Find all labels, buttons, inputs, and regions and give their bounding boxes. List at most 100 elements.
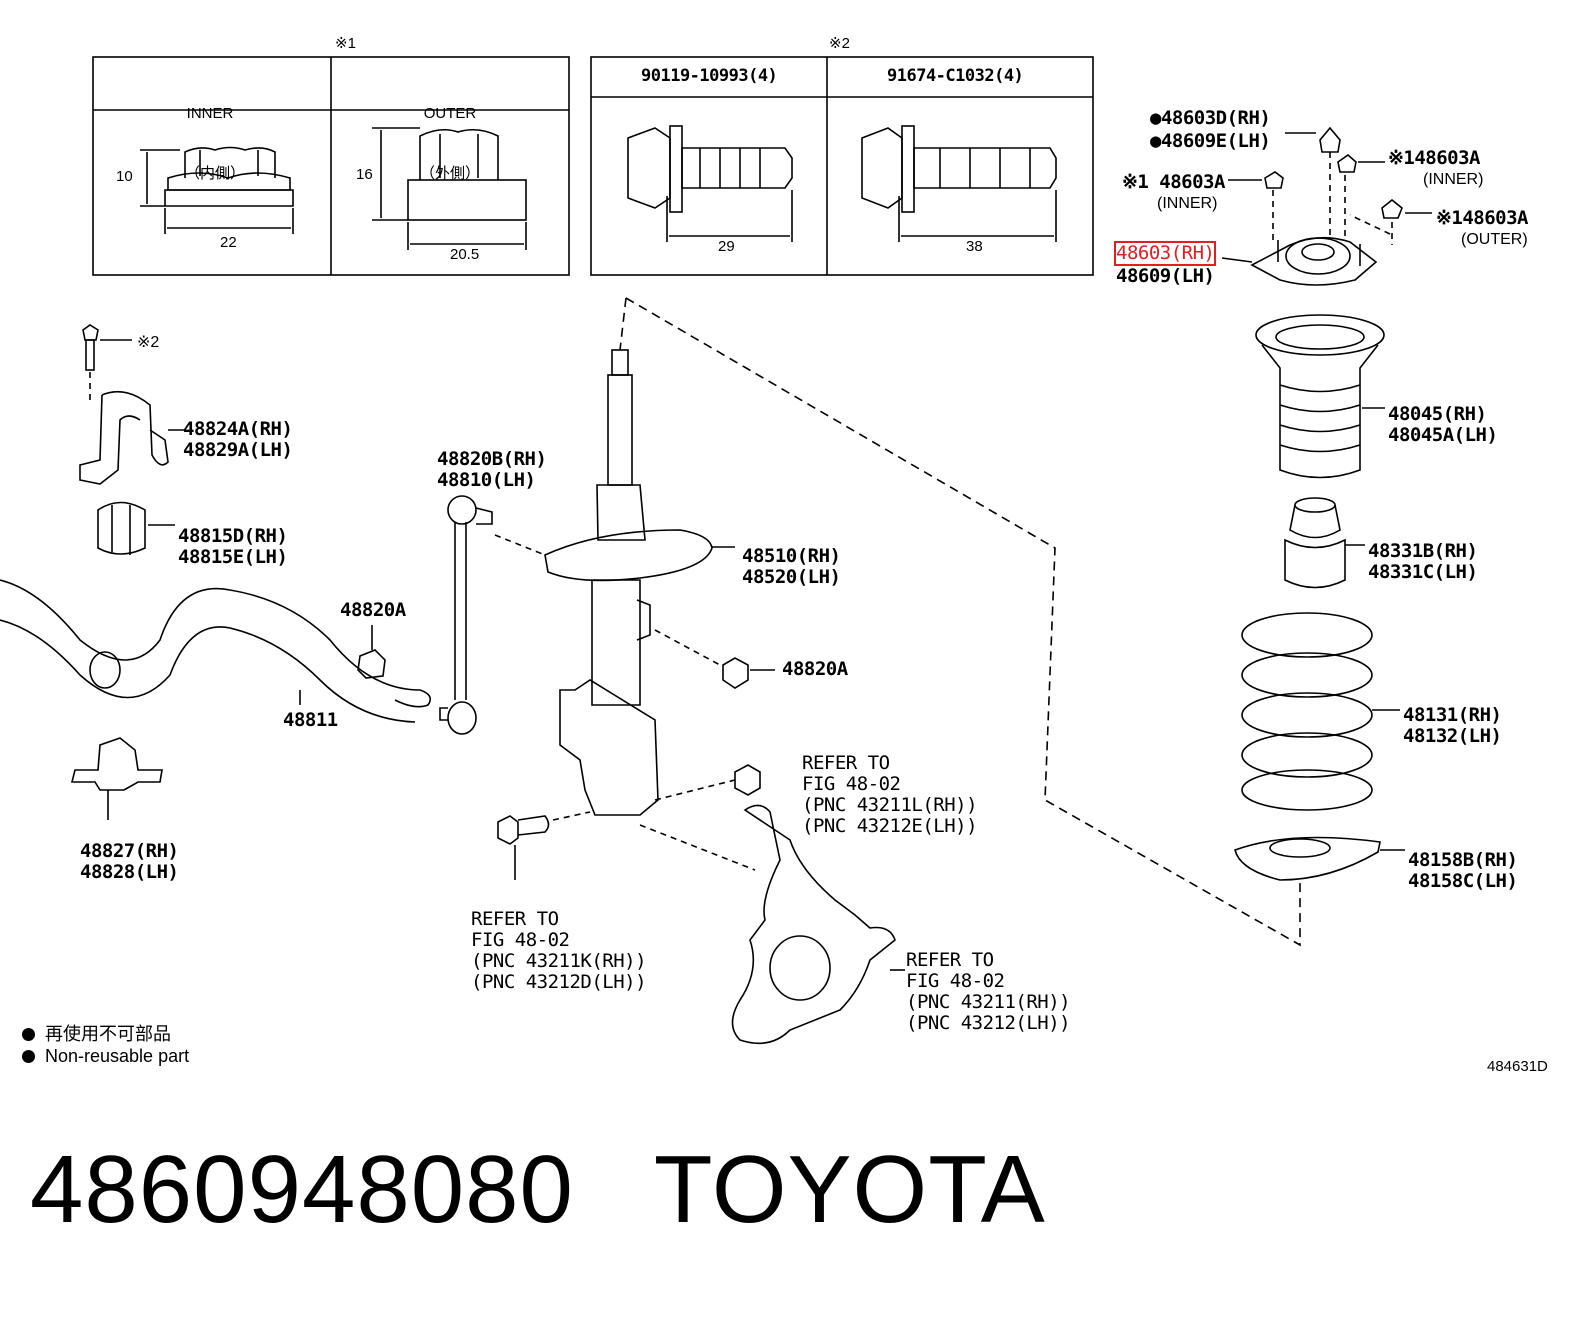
callout-bracket: 48824A(RH)48829A(LH): [183, 398, 293, 482]
inner-header-jp: （内側）: [185, 165, 246, 182]
inner-height-dim: 10: [116, 168, 133, 185]
outer-header-en: OUTER: [423, 105, 477, 122]
inner-right-sub: (INNER): [1423, 171, 1484, 188]
legend-en-text: Non-reusable part: [45, 1046, 190, 1066]
coil-spring: [1241, 612, 1400, 811]
inner-header: INNER （内側）: [185, 64, 246, 204]
spring-rh: 48131(RH): [1403, 704, 1502, 726]
bracket-lh: 48829A(LH): [183, 439, 293, 461]
bolt1-header: 90119-10993(4): [641, 66, 778, 86]
bump-stop-lh: 48331C(LH): [1368, 561, 1478, 583]
outer-header-jp: （外側）: [420, 165, 481, 182]
bolt2-length-dim: 38: [966, 238, 983, 255]
ref-nut-line3: (PNC 43211L(RH)): [802, 794, 978, 816]
callout-outer-nut: ※148603A: [1436, 207, 1529, 229]
stabilizer-link: [439, 495, 546, 735]
knuckle-bolt: [497, 815, 550, 880]
clamp-rh: 48827(RH): [80, 840, 179, 862]
inner-width-dim: 22: [220, 234, 237, 251]
lower-insulator-rh: 48158B(RH): [1408, 849, 1518, 871]
nut-table-marker: ※1: [335, 35, 356, 52]
boot-lh: 48045A(LH): [1388, 424, 1498, 446]
dust-boot: [1255, 314, 1385, 479]
strut-lh: 48520(LH): [742, 566, 841, 588]
callout-inner-nut-left: ※1 48603A: [1122, 171, 1225, 193]
boot-rh: 48045(RH): [1388, 403, 1487, 425]
bracket-rh: 48824A(RH): [183, 418, 293, 440]
ref-nut-line2: FIG 48-02: [802, 773, 901, 795]
ref-knuckle-line2: FIG 48-02: [906, 970, 1005, 992]
ref-knuckle-line3: (PNC 43211(RH)): [906, 991, 1071, 1013]
outer-sub: (OUTER): [1461, 231, 1528, 248]
link-nut-b: [722, 657, 775, 689]
clamp-lh: 48828(LH): [80, 861, 179, 883]
steering-knuckle: [731, 804, 905, 1045]
callout-lower-insulator: 48158B(RH)48158C(LH): [1408, 829, 1518, 913]
callout-inner-nut-right: ※148603A: [1388, 147, 1481, 169]
lower-insulator: [1234, 836, 1405, 881]
footer-caption: 4860948080 TOYOTA: [30, 1135, 1046, 1245]
callout-boot: 48045(RH)48045A(LH): [1388, 383, 1498, 467]
strut-rh: 48510(RH): [742, 545, 841, 567]
callout-strut: 48510(RH)48520(LH): [742, 525, 841, 609]
bullet-icon: [22, 1028, 35, 1041]
figure-id: 484631D: [1487, 1058, 1548, 1075]
bolt-table-marker: ※2: [829, 35, 850, 52]
callout-spring: 48131(RH)48132(LH): [1403, 684, 1502, 768]
ref-bolt-line4: (PNC 43212D(LH)): [471, 971, 647, 993]
outer-width-dim: 20.5: [450, 246, 480, 263]
brand-name: TOYOTA: [653, 1136, 1046, 1243]
knuckle-nut: [734, 764, 761, 796]
callout-clamp: 48827(RH)48828(LH): [80, 820, 179, 904]
ref-nut-line1: REFER TO: [802, 752, 890, 774]
bolt2-header: 91674-C1032(4): [887, 66, 1024, 86]
callout-mount-rh-highlighted: 48603(RH): [1113, 241, 1217, 266]
spring-lh: 48132(LH): [1403, 725, 1502, 747]
assembly-dashed-outline: [625, 297, 1301, 947]
ref-bolt-line3: (PNC 43211K(RH)): [471, 950, 647, 972]
link-lh: 48810(LH): [437, 469, 536, 491]
part-number: 4860948080: [30, 1136, 574, 1243]
stabilizer-bar: [0, 579, 431, 723]
callout-bump-stop: 48331B(RH)48331C(LH): [1368, 520, 1478, 604]
callout-stabilizer-bar: 48811: [283, 709, 338, 731]
ref-nut-line4: (PNC 43212E(LH)): [802, 815, 978, 837]
bushing-lh: 48815E(LH): [178, 546, 288, 568]
callout-link-nut-a: 48820A: [340, 599, 406, 621]
upper-mount-assembly: [1221, 126, 1432, 286]
nut-spec-table: [92, 56, 570, 276]
ref-bolt-line2: FIG 48-02: [471, 929, 570, 951]
callout-link-nut-b: 48820A: [782, 658, 848, 680]
lower-insulator-lh: 48158C(LH): [1408, 870, 1518, 892]
callout-mount-lh: 48609(LH): [1116, 265, 1215, 287]
bolt-spec-table: [590, 56, 1094, 276]
stabilizer-bushing: [97, 501, 175, 555]
bushing-rh: 48815D(RH): [178, 525, 288, 547]
link-nut-a: [357, 625, 386, 679]
inner-header-en: INNER: [186, 105, 234, 122]
legend-jp-text: 再使用不可部品: [45, 1024, 171, 1044]
bolt1-length-dim: 29: [718, 238, 735, 255]
bump-stop-rh: 48331B(RH): [1368, 540, 1478, 562]
stabilizer-bracket: [79, 324, 185, 485]
bar-clamp: [70, 737, 163, 820]
ref-knuckle-line1: REFER TO: [906, 949, 994, 971]
legend-jp: 再使用不可部品: [22, 1020, 171, 1046]
bullet-icon: [22, 1050, 35, 1063]
link-rh: 48820B(RH): [437, 448, 547, 470]
bump-stopper: [1284, 497, 1365, 589]
strut-assembly: [544, 349, 756, 871]
inner-left-sub: (INNER): [1157, 195, 1218, 212]
outer-height-dim: 16: [356, 166, 373, 183]
callout-48609e: ●48609E(LH): [1150, 130, 1271, 152]
exploded-parts-diagram: [0, 56, 1432, 1045]
ref-knuckle-line4: (PNC 43212(LH)): [906, 1012, 1071, 1034]
callout-bolt-ref: ※2: [137, 334, 160, 351]
callout-48603d: ●48603D(RH): [1150, 107, 1271, 129]
diagram-drawing: [0, 56, 1432, 1045]
callout-link: 48820B(RH)48810(LH): [437, 428, 547, 512]
callout-bushing: 48815D(RH)48815E(LH): [178, 505, 288, 589]
